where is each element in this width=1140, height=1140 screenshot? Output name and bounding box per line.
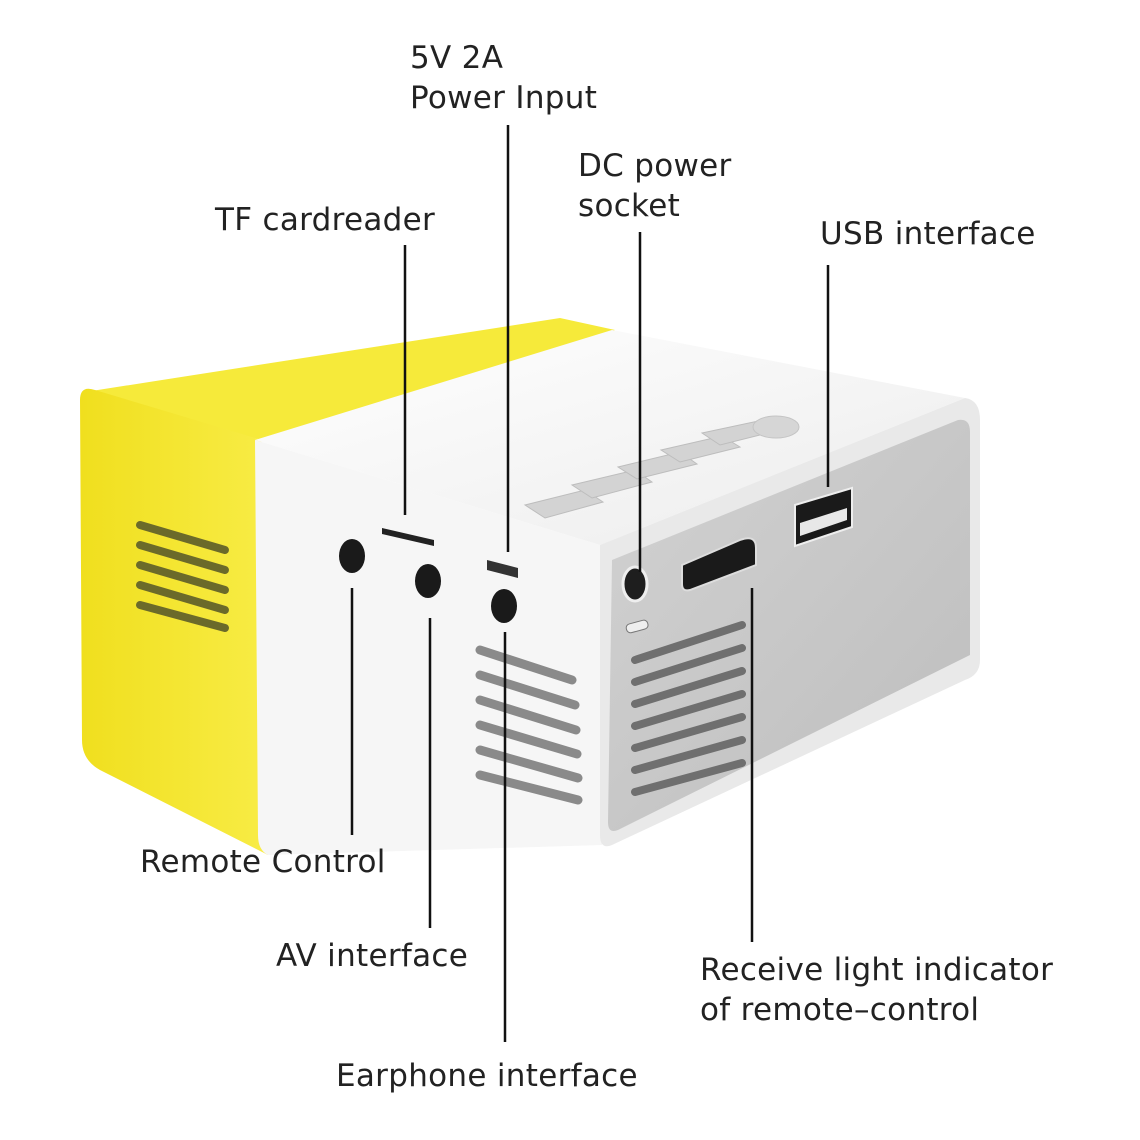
- label-tf-cardreader: TF cardreader: [215, 202, 436, 238]
- rear-ports: [621, 486, 853, 634]
- label-remote-control: Remote Control: [140, 844, 386, 880]
- label-line: 5V 2A: [410, 40, 504, 76]
- label-line: DC power: [578, 148, 732, 184]
- label-av-interface: AV interface: [276, 938, 469, 974]
- leader-lines: [350, 125, 830, 1042]
- side-vents: [136, 521, 229, 632]
- control-buttons: [523, 415, 800, 519]
- yellow-housing: [80, 318, 615, 855]
- label-line: of remote–control: [700, 992, 980, 1028]
- label-line: Power Input: [410, 80, 598, 116]
- label-receive-indicator: Receive light indicator of remote–contro…: [700, 950, 1053, 1030]
- label-dc-socket: DC power socket: [578, 146, 732, 226]
- label-power-input: 5V 2A Power Input: [410, 38, 597, 118]
- front-vents: [475, 645, 583, 805]
- label-usb-interface: USB interface: [820, 216, 1036, 252]
- label-earphone-interface: Earphone interface: [336, 1058, 638, 1094]
- front-ports: [339, 528, 518, 623]
- label-line: Receive light indicator: [700, 952, 1054, 988]
- white-housing: [255, 330, 980, 855]
- rear-vents: [631, 621, 746, 796]
- label-line: socket: [578, 188, 681, 224]
